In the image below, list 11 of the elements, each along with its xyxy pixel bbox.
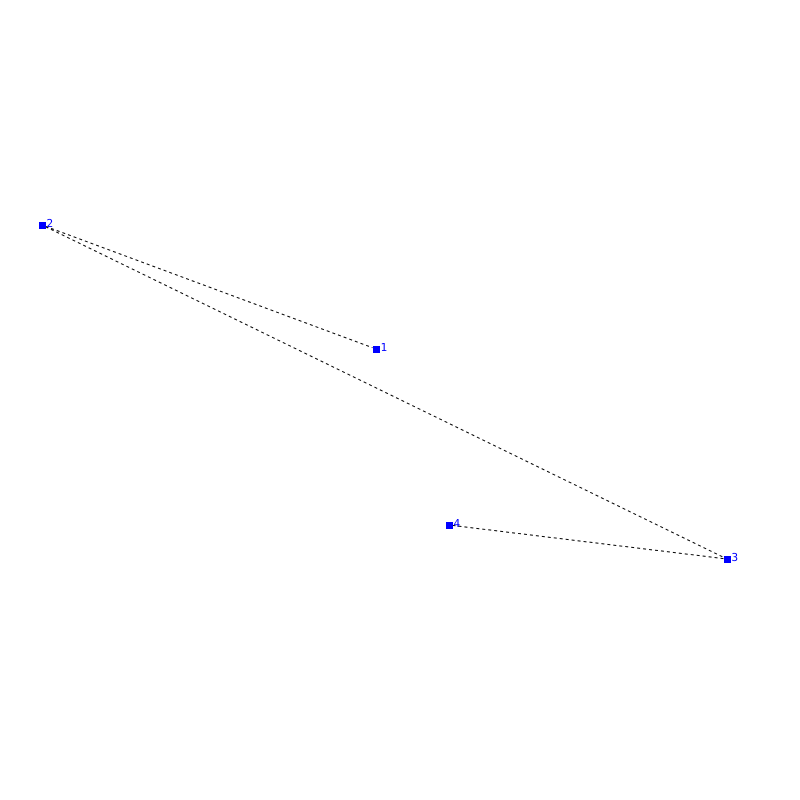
node-number: 4 <box>454 518 460 530</box>
node-marker <box>724 556 730 562</box>
dashed-connector <box>45 226 724 558</box>
node-number: 1 <box>380 342 388 354</box>
node-marker <box>446 522 452 528</box>
dashed-connector <box>45 226 373 348</box>
node-number: 3 <box>732 552 738 564</box>
node-marker <box>38 222 46 228</box>
node-marker <box>372 346 380 352</box>
node-number: 2 <box>46 218 54 230</box>
dashed-connector <box>452 524 724 560</box>
